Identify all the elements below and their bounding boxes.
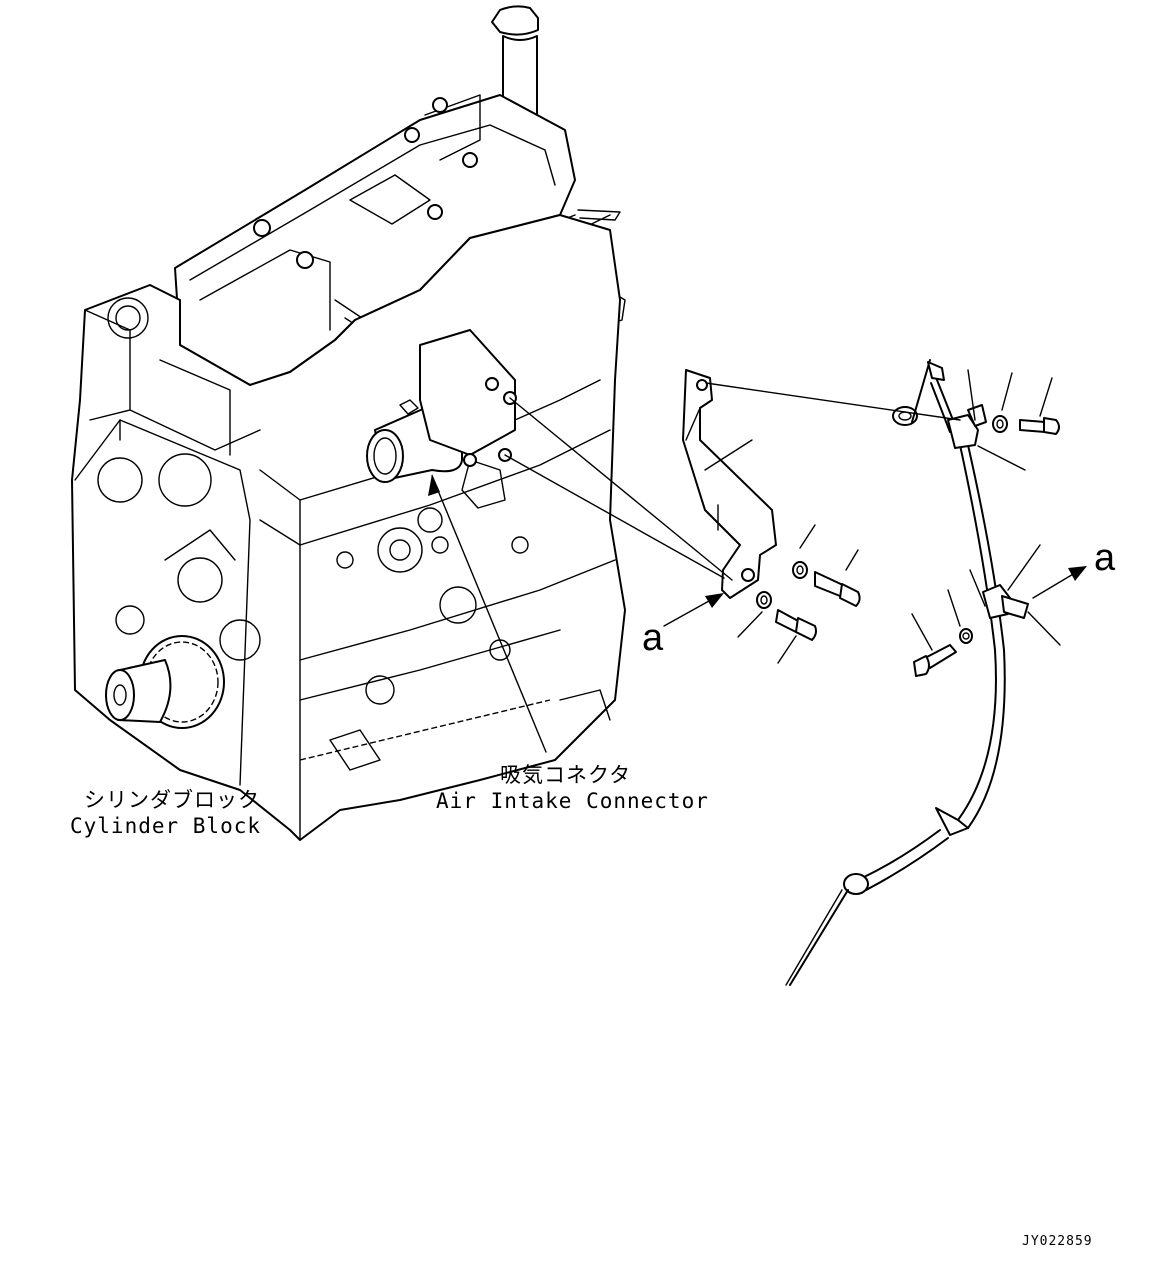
view-label-a-right: a	[1094, 537, 1116, 579]
dipstick-bracket	[682, 369, 777, 599]
dipstick-clamp-upper	[947, 404, 1060, 449]
bracket-bolt-upper	[792, 561, 861, 607]
cylinder-block-label-en: Cylinder Block	[70, 814, 261, 838]
leader-lines	[428, 369, 1061, 753]
valve-cover	[174, 94, 576, 386]
dipstick-clamp-lower	[913, 584, 1029, 677]
engine-assembly	[71, 5, 626, 841]
dipstick-tube	[785, 359, 1006, 986]
view-label-a-left: a	[642, 617, 664, 659]
view-arrow-left	[663, 593, 724, 627]
drawing-code: JY022859	[1022, 1234, 1093, 1249]
view-arrow-right	[1032, 566, 1087, 599]
bracket-bolt-lower	[756, 591, 817, 641]
crank-gear	[105, 635, 225, 729]
cylinder-block-label-jp: シリンダブロック	[84, 788, 260, 812]
air-intake-connector	[366, 329, 517, 483]
air-intake-label-jp: 吸気コネクタ	[500, 763, 631, 787]
air-intake-label-en: Air Intake Connector	[436, 789, 709, 813]
